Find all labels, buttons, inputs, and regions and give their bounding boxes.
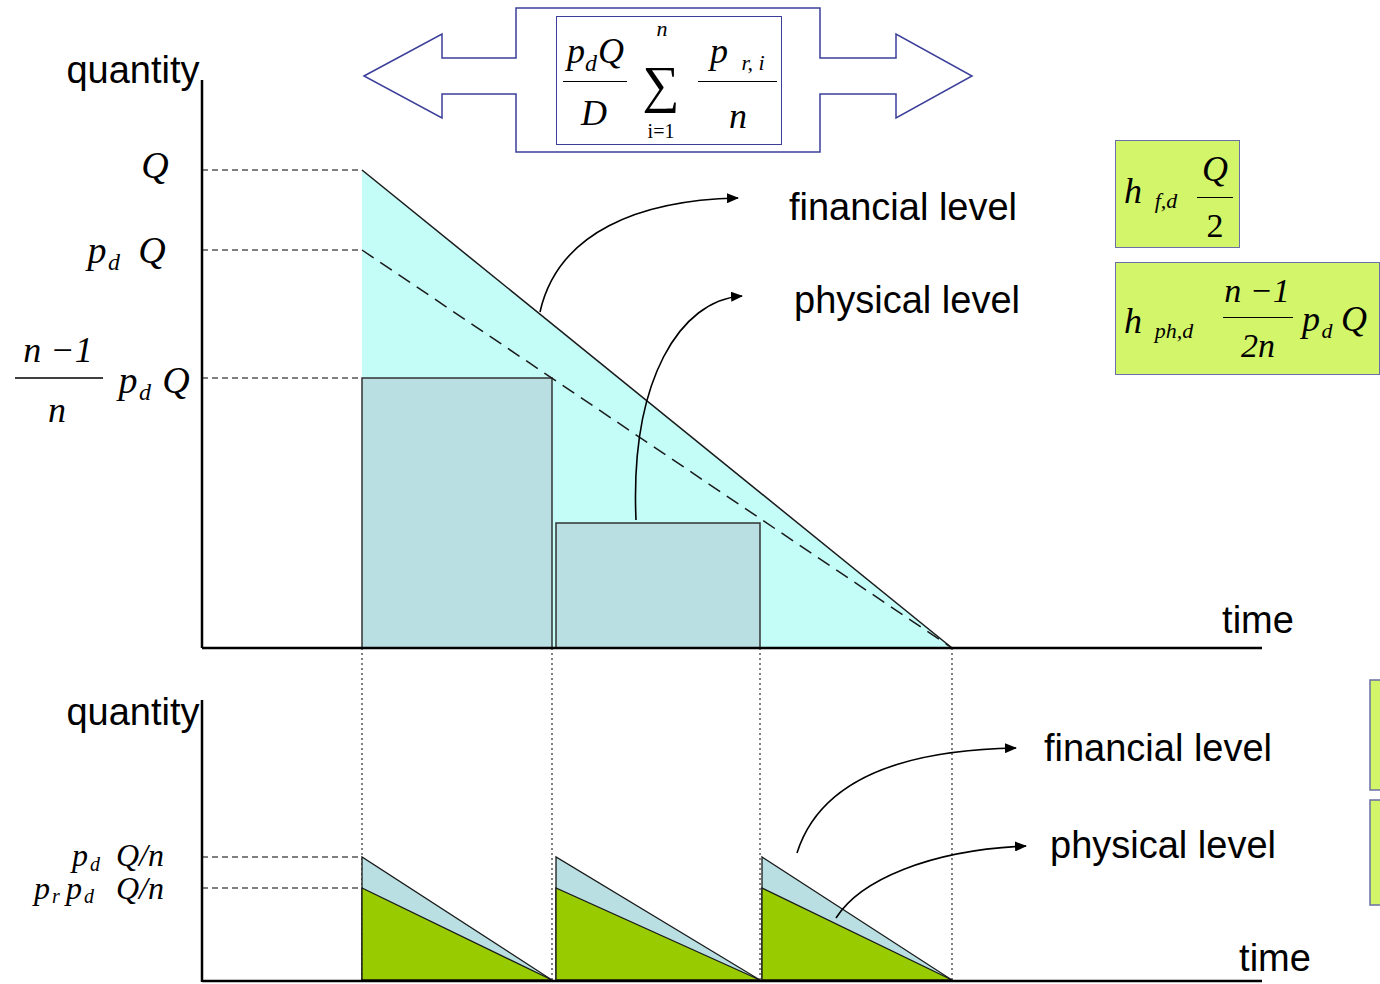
- fraction-bar: [1223, 317, 1293, 318]
- formula-term: 2n: [1241, 329, 1275, 363]
- cutoff-box: [1370, 680, 1380, 790]
- formula-term: p: [710, 33, 728, 69]
- formula-term: d: [1322, 320, 1333, 342]
- math-label: d: [90, 854, 100, 874]
- formula-term: p: [1302, 301, 1320, 337]
- formula-term: p: [567, 33, 585, 69]
- math-label: Q: [141, 146, 168, 184]
- math-label: Q/n: [116, 839, 164, 871]
- formula-term: n: [657, 18, 668, 40]
- math-label: n: [48, 392, 66, 428]
- fraction-bar: [1197, 197, 1233, 198]
- axis-label: physical level: [794, 281, 1020, 319]
- cost-box: h f,d Q 2: [1115, 140, 1240, 248]
- axis-label: physical level: [1050, 826, 1276, 864]
- physical-block: [362, 378, 552, 648]
- formula-term: ph,d: [1155, 320, 1194, 342]
- math-label: n −1: [23, 332, 92, 368]
- fraction-bar: [563, 81, 627, 82]
- formula-term: n: [729, 98, 747, 134]
- math-label: d: [108, 250, 120, 274]
- axis-label: time: [1239, 939, 1311, 977]
- physical-block: [556, 523, 760, 648]
- axis-label: time: [1222, 601, 1294, 639]
- math-label: p: [88, 231, 107, 269]
- formula-term: r, i: [741, 52, 764, 74]
- math-label: Q: [138, 231, 165, 269]
- formula-term: i=1: [648, 121, 675, 141]
- math-label: Q: [162, 361, 189, 399]
- math-label: d: [84, 886, 94, 906]
- fraction-bar: [698, 81, 777, 82]
- math-label: p: [66, 872, 82, 904]
- axis-label: quantity: [66, 51, 199, 89]
- formula-term: 2: [1207, 209, 1224, 243]
- formula-term: h: [1124, 303, 1142, 339]
- math-label: p: [34, 872, 50, 904]
- math-label: p: [72, 839, 88, 871]
- math-label: Q/n: [116, 872, 164, 904]
- formula-term: d: [585, 51, 597, 75]
- math-label: p: [119, 361, 138, 399]
- formula-term: D: [581, 95, 607, 131]
- cost-box: h ph,d n −1 2n pdQ: [1115, 262, 1380, 375]
- axis-label: financial level: [1044, 729, 1272, 767]
- math-label: d: [139, 380, 151, 404]
- formula-term: n −1: [1224, 274, 1289, 308]
- math-label: r: [52, 886, 60, 906]
- axis-label: financial level: [789, 188, 1017, 226]
- formula-term: Q: [1341, 301, 1367, 337]
- formula-term: f,d: [1155, 190, 1178, 212]
- formula-term: h: [1124, 173, 1142, 209]
- double-arrow: [364, 8, 972, 152]
- formula-term: ∑: [642, 59, 679, 111]
- axis-label: quantity: [66, 693, 199, 731]
- financial-triangle: [362, 170, 952, 648]
- formula-box: pdQD∑ni=1pr, in: [556, 16, 782, 145]
- formula-term: Q: [1202, 151, 1228, 187]
- formula-term: Q: [598, 33, 624, 69]
- cutoff-box: [1370, 800, 1380, 905]
